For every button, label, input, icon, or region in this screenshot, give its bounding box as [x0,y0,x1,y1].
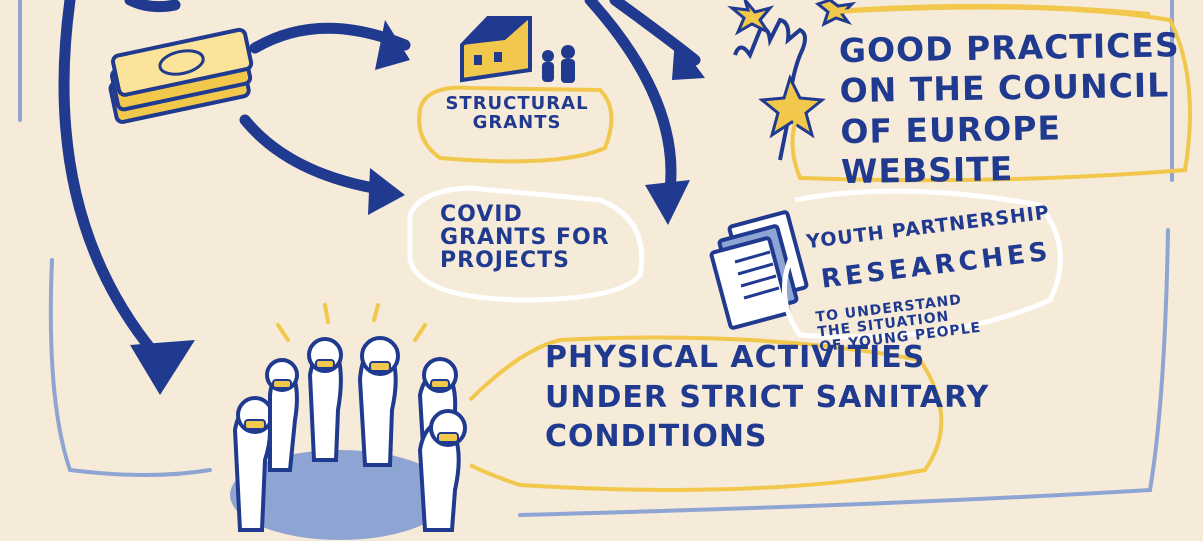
house-icon [460,16,532,83]
physical-bubble [468,335,944,492]
covid-bubble [407,185,645,303]
arrowhead-covid [368,168,405,215]
masked-people-group-icon [230,303,467,540]
arrowhead-structural [375,20,410,70]
youth-bubble [781,188,1063,340]
good-practices-label: Good Practices on the Council of Europe … [838,25,1181,191]
people-icon [542,45,575,83]
physical-activities-label: Physical Activities under strict Sanitar… [545,340,990,455]
arrow-to-good [609,0,701,66]
structural-bubble [417,85,614,164]
structural-grants-label: Structural Grants [445,93,589,133]
money-stack-icon [108,27,254,124]
documents-icon [709,210,809,330]
arrow-to-covid [239,114,391,196]
flow-arrows [58,0,701,366]
arrow-left-curve [58,0,166,366]
arrow-down-to-youth [584,0,677,196]
arrowhead-youth [645,180,690,225]
outer-frame [18,0,1174,517]
covid-grants-label: Covid Grants for Projects [440,202,610,274]
good-practices-bubble [790,5,1192,183]
arrow-heads [130,20,705,395]
hand-stars-icon [727,0,857,161]
arrowhead-good [672,38,705,80]
arrowhead-left [130,340,195,395]
arrow-top-left [124,0,181,13]
